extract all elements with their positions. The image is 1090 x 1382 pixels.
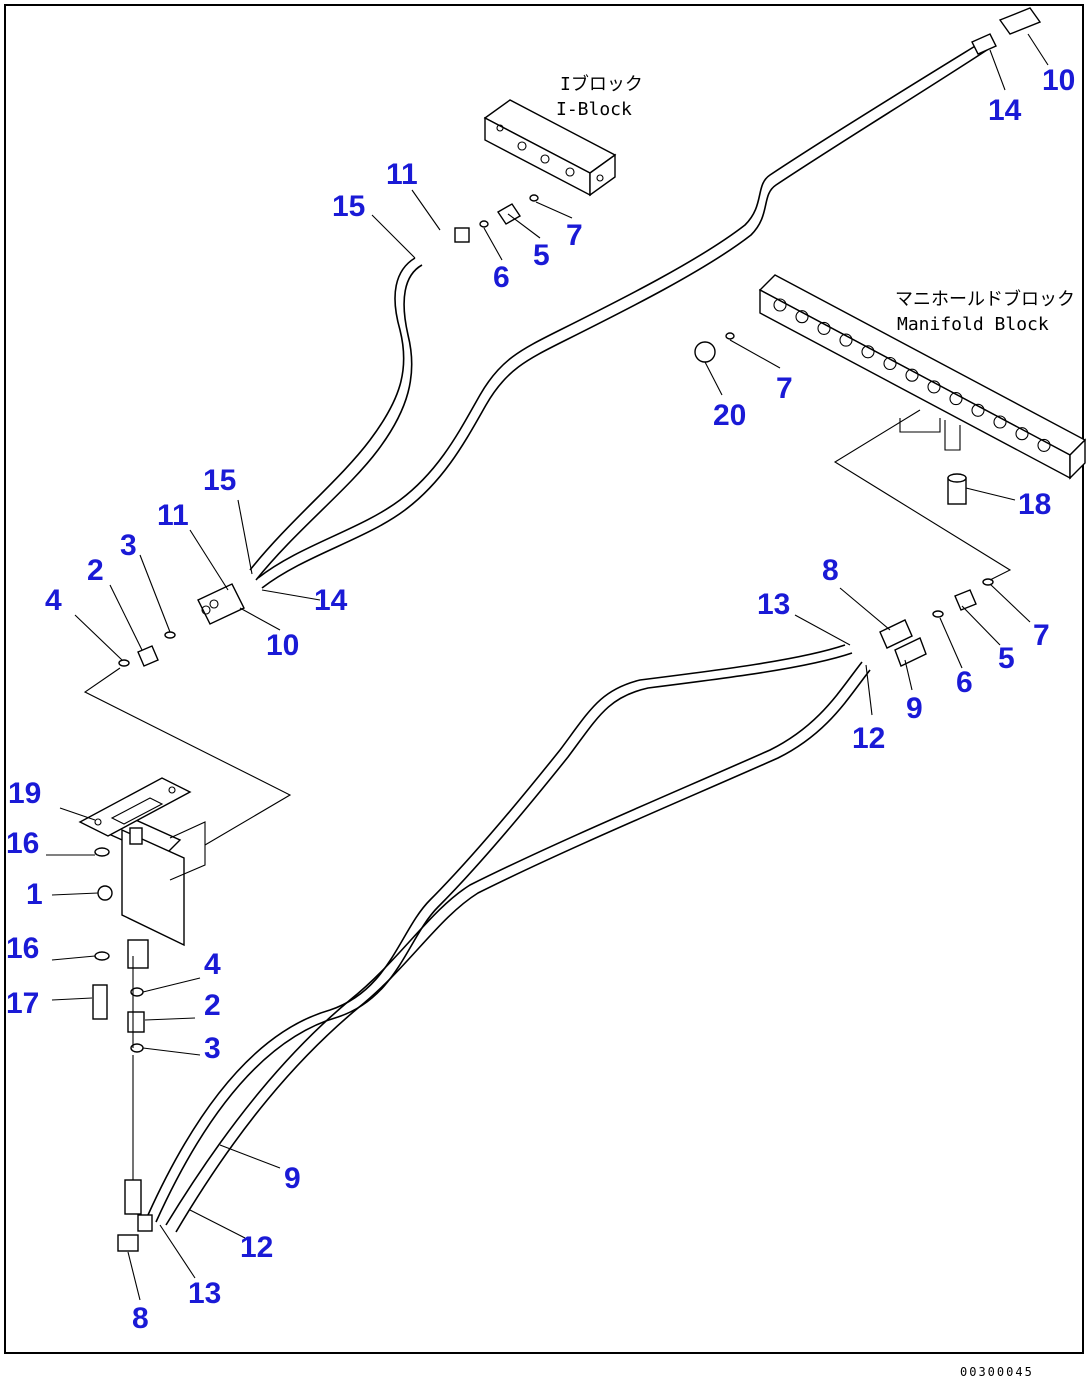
- manifold-port: [883, 356, 897, 371]
- callout-14-mid: 14: [314, 584, 348, 617]
- gasket-19: [78, 777, 192, 837]
- callout-11-top: 11: [386, 158, 418, 191]
- callout-5-iblock: 5: [533, 239, 550, 272]
- assembly-lines: [83, 409, 1012, 1048]
- callout-14-top: 14: [988, 94, 1022, 127]
- callout-15-top: 15: [332, 190, 365, 223]
- reference-code: 00300045: [960, 1365, 1034, 1379]
- manifold-label-jp: マニホールドブロック: [895, 288, 1075, 310]
- manifold-port: [927, 380, 941, 394]
- i-block-label-en: I-Block: [556, 99, 632, 120]
- callout-2-low: 2: [204, 989, 221, 1022]
- callout-7-right: 7: [1033, 619, 1050, 652]
- callout-19: 19: [8, 777, 41, 810]
- callout-7-manifold: 7: [776, 372, 793, 405]
- callout-leaders: [46, 33, 1049, 1301]
- callout-13-right: 13: [757, 588, 790, 621]
- manifold-port: [839, 333, 853, 347]
- diagram-frame: [4, 4, 1084, 1354]
- callout-4-mid: 4: [45, 584, 62, 617]
- manifold-port: [993, 415, 1007, 429]
- callout-18: 18: [1018, 488, 1051, 521]
- i-block-label-jp: Iブロック: [560, 73, 643, 95]
- callout-6-right: 6: [956, 666, 973, 699]
- hose-11-15: [249, 257, 423, 581]
- callout-3-mid: 3: [120, 529, 137, 562]
- callout-6-iblock: 6: [493, 261, 510, 294]
- callout-10-top: 10: [1042, 64, 1075, 97]
- callout-5-right: 5: [998, 642, 1015, 675]
- manifold-port: [1037, 438, 1051, 452]
- manifold-port: [773, 298, 787, 312]
- callout-8-right: 8: [822, 554, 839, 587]
- manifold-label-en: Manifold Block: [897, 314, 1049, 335]
- callout-15-mid: 15: [203, 464, 236, 497]
- callout-2-mid: 2: [87, 554, 104, 587]
- manifold-port: [949, 392, 963, 406]
- manifold-port: [795, 310, 809, 324]
- callout-17: 17: [6, 987, 39, 1020]
- manifold-port: [1015, 427, 1029, 441]
- callout-7-iblock: 7: [566, 219, 583, 252]
- callout-9-low: 9: [284, 1162, 301, 1195]
- callout-11-mid: 11: [157, 499, 189, 532]
- hose-8-13: [147, 644, 853, 1223]
- callout-13-low: 13: [188, 1277, 221, 1310]
- manifold-port: [971, 403, 985, 417]
- hose-10-14: [257, 39, 991, 589]
- callout-9-right: 9: [906, 692, 923, 725]
- callout-16-bottom: 16: [6, 932, 39, 965]
- callout-20: 20: [713, 399, 746, 432]
- manifold-port: [905, 368, 919, 382]
- callout-3-low: 3: [204, 1032, 221, 1065]
- callout-4-low: 4: [204, 948, 221, 981]
- callout-12-right: 12: [852, 722, 885, 755]
- small-parts: [92, 7, 1042, 1252]
- manifold-port: [861, 345, 875, 359]
- callout-16-top: 16: [6, 827, 39, 860]
- manifold-block: [758, 274, 1087, 480]
- hose-9-12: [165, 661, 871, 1233]
- i-block: [483, 99, 617, 197]
- callout-1: 1: [26, 878, 43, 911]
- callout-10-mid: 10: [266, 629, 299, 662]
- valve-assembly: [97, 811, 206, 969]
- callout-8-low: 8: [132, 1302, 149, 1335]
- manifold-port: [817, 321, 831, 335]
- callout-12-low: 12: [240, 1231, 273, 1264]
